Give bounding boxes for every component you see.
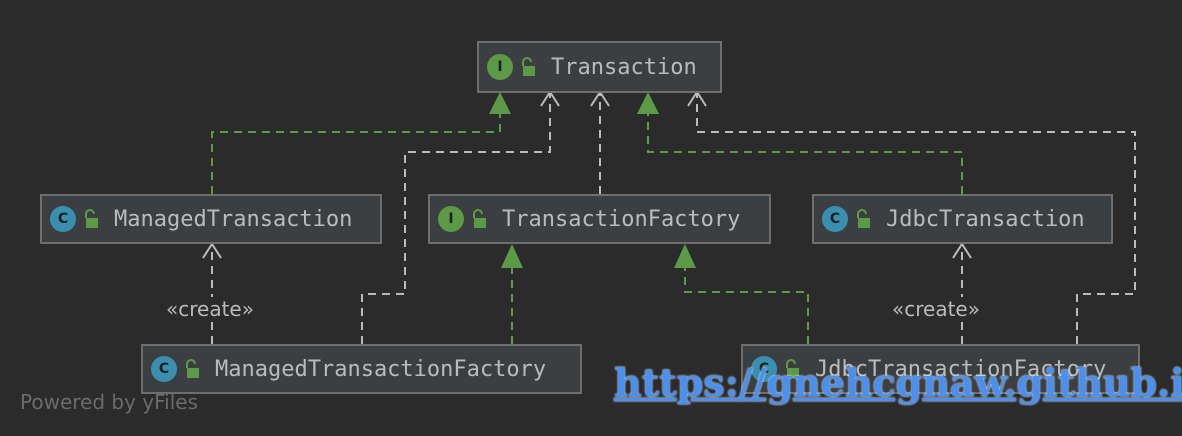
create-label-left: «create» bbox=[164, 297, 256, 321]
unlock-icon bbox=[186, 359, 199, 378]
node-transaction[interactable]: I Transaction bbox=[477, 41, 722, 93]
node-jdbc-transaction[interactable]: C JdbcTransaction bbox=[812, 194, 1113, 244]
node-title: JdbcTransactionFactory bbox=[815, 356, 1107, 382]
unlock-icon bbox=[522, 57, 535, 76]
node-managed-transaction[interactable]: C ManagedTransaction bbox=[40, 194, 382, 244]
interface-icon: I bbox=[487, 54, 513, 80]
arrowhead-realization bbox=[637, 92, 659, 114]
arrowhead-dependency bbox=[952, 242, 972, 259]
arrowhead-realization bbox=[489, 92, 511, 114]
class-icon: C bbox=[822, 206, 848, 232]
class-icon: C bbox=[151, 356, 177, 382]
edge-managedtransaction-implements-transaction bbox=[211, 112, 501, 194]
unlock-icon bbox=[786, 359, 799, 378]
node-title: ManagedTransaction bbox=[114, 206, 353, 232]
node-title: Transaction bbox=[551, 54, 697, 80]
arrowhead-dependency bbox=[202, 242, 222, 259]
unlock-icon bbox=[473, 209, 486, 228]
edge-jdbcfactory-implements-factory bbox=[684, 268, 809, 344]
create-label-right: «create» bbox=[890, 297, 982, 321]
node-title: TransactionFactory bbox=[502, 206, 741, 232]
node-transaction-factory[interactable]: I TransactionFactory bbox=[428, 194, 771, 244]
node-title: ManagedTransactionFactory bbox=[215, 356, 547, 382]
node-jdbc-transaction-factory[interactable]: C JdbcTransactionFactory bbox=[741, 344, 1140, 394]
arrowhead-realization bbox=[674, 244, 696, 268]
unlock-icon bbox=[857, 209, 870, 228]
arrowhead-realization bbox=[501, 244, 523, 268]
unlock-icon bbox=[85, 209, 98, 228]
watermark-url[interactable]: https://gnehcgnaw.github.io/ bbox=[614, 360, 1182, 405]
node-managed-transaction-factory[interactable]: C ManagedTransactionFactory bbox=[141, 344, 582, 394]
powered-by-label: Powered by yFiles bbox=[20, 390, 198, 414]
edge-jdbcfactory-depends-transaction bbox=[696, 92, 1136, 344]
node-title: JdbcTransaction bbox=[886, 206, 1085, 232]
edge-jdbctransaction-implements-transaction bbox=[647, 112, 963, 194]
class-icon: C bbox=[751, 356, 777, 382]
class-icon: C bbox=[50, 206, 76, 232]
interface-icon: I bbox=[438, 206, 464, 232]
